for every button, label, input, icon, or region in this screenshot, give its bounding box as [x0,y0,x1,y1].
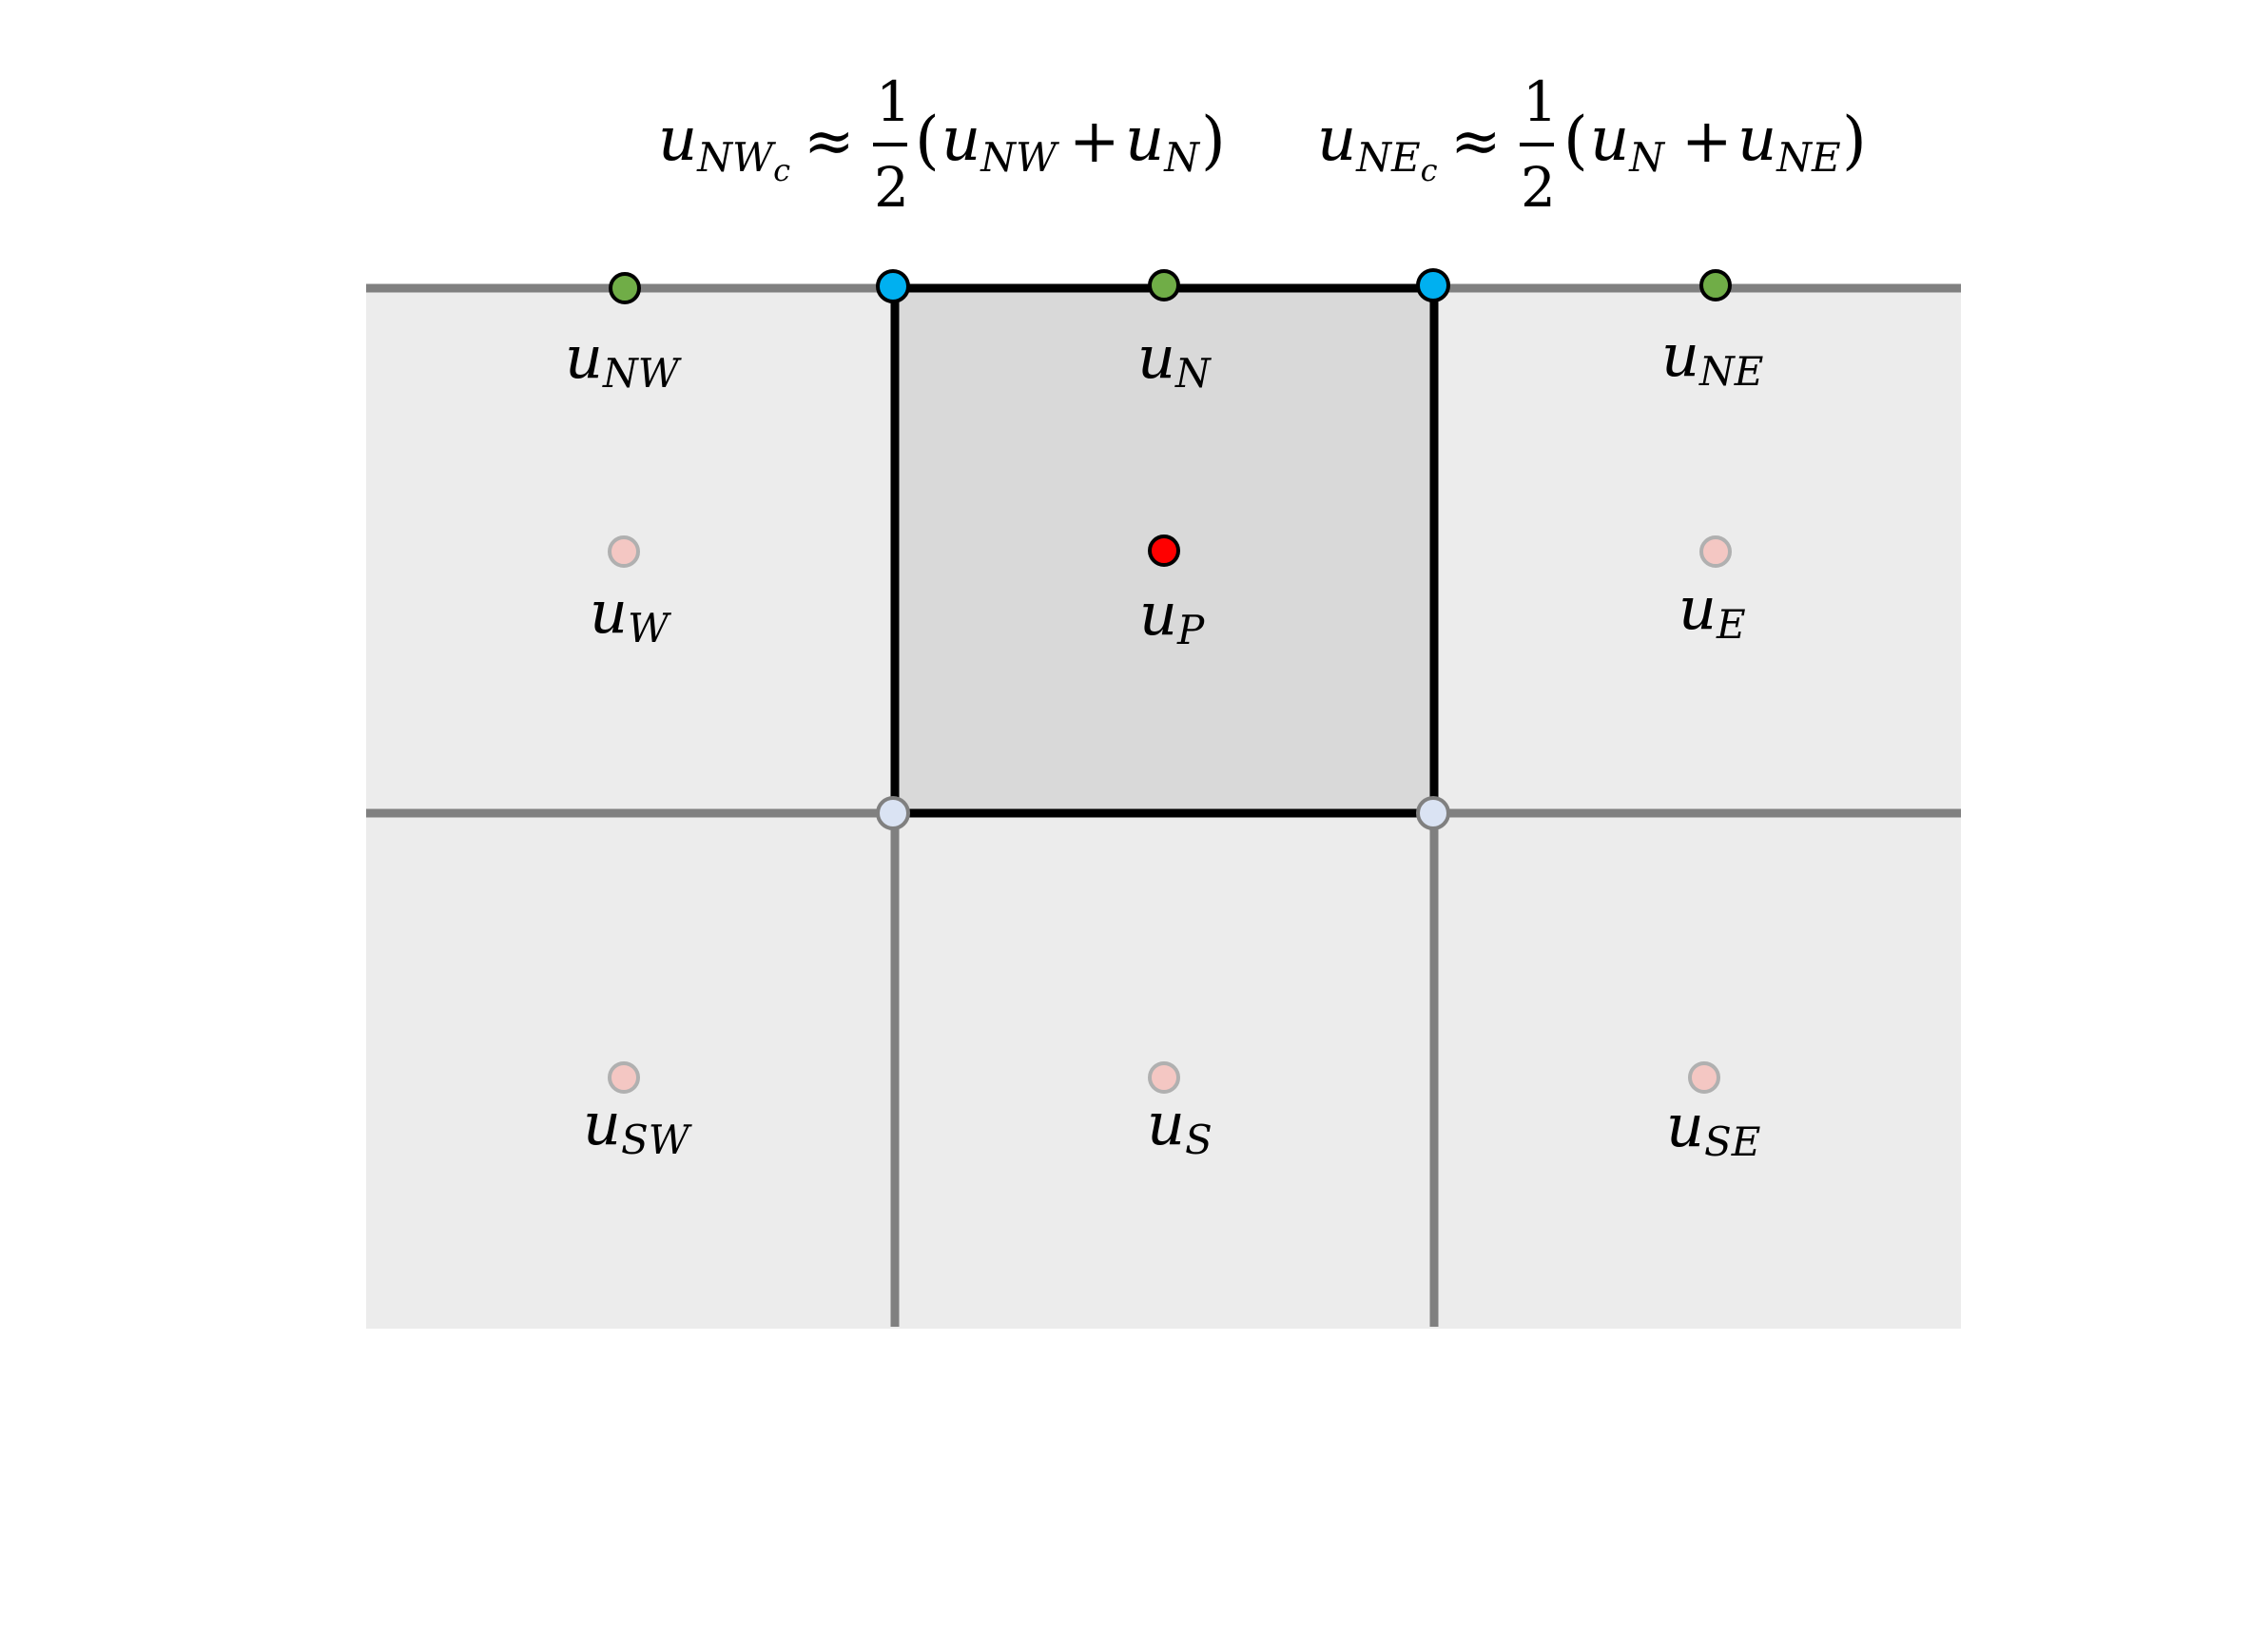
label-u-e: uE [1679,573,1746,648]
corner-node-sw [876,796,910,830]
formula-left-term2: uN [1125,105,1200,181]
label-u-sw: uSW [583,1089,693,1163]
center-node-p [1148,534,1180,567]
formula-left-plus: + [1069,107,1120,177]
face-node-nw [609,272,641,304]
formula-ne-corner: uNEc ≈ 1 2 ( uN + uNE ) [1317,69,1867,220]
formula-right-close-paren: ) [1842,104,1867,177]
neighbor-node-se [1688,1061,1720,1094]
neighbor-node-s [1148,1061,1180,1094]
label-u-w: uW [590,577,672,651]
formula-right-frac-num: 1 [1523,69,1558,134]
formula-left-lhs: uNWc [658,105,790,188]
formula-left-close-paren: ) [1201,104,1226,177]
corner-node-ne [1416,268,1450,302]
formula-right-approx: ≈ [1450,107,1502,177]
corner-node-se [1416,796,1450,830]
label-u-nw: uNW [565,322,683,397]
formula-right-open-paren: ( [1563,104,1588,177]
formula-right-plus: + [1681,107,1733,177]
nodes [608,268,1732,1094]
label-u-se: uSE [1666,1091,1760,1165]
formula-left-frac-num: 1 [876,69,911,134]
label-u-p: uP [1139,579,1205,653]
neighbor-node-sw [608,1061,640,1094]
label-u-ne: uNE [1661,321,1763,395]
face-node-n [1148,269,1180,301]
face-node-ne [1699,269,1732,301]
formula-left-approx: ≈ [804,107,855,177]
label-u-n: uN [1137,322,1212,397]
formula-left-open-paren: ( [915,104,940,177]
formula-right-term2: uNE [1737,105,1841,181]
formula-left-term1: uNW [941,105,1060,181]
formula-right-frac-den: 2 [1521,155,1556,220]
formula-right-lhs: uNEc [1317,105,1438,188]
formula-left-frac-den: 2 [874,155,909,220]
corner-node-nw [876,269,910,303]
label-u-s: uS [1147,1089,1213,1163]
formula-right-term1: uN [1590,105,1665,181]
formula-nw-corner: uNWc ≈ 1 2 ( uNW + uN ) [658,69,1226,220]
neighbor-node-w [608,535,640,568]
neighbor-node-e [1699,535,1732,568]
node-labels: uNW uN uNE uW uP uE uSW uS uSE [565,321,1763,1165]
